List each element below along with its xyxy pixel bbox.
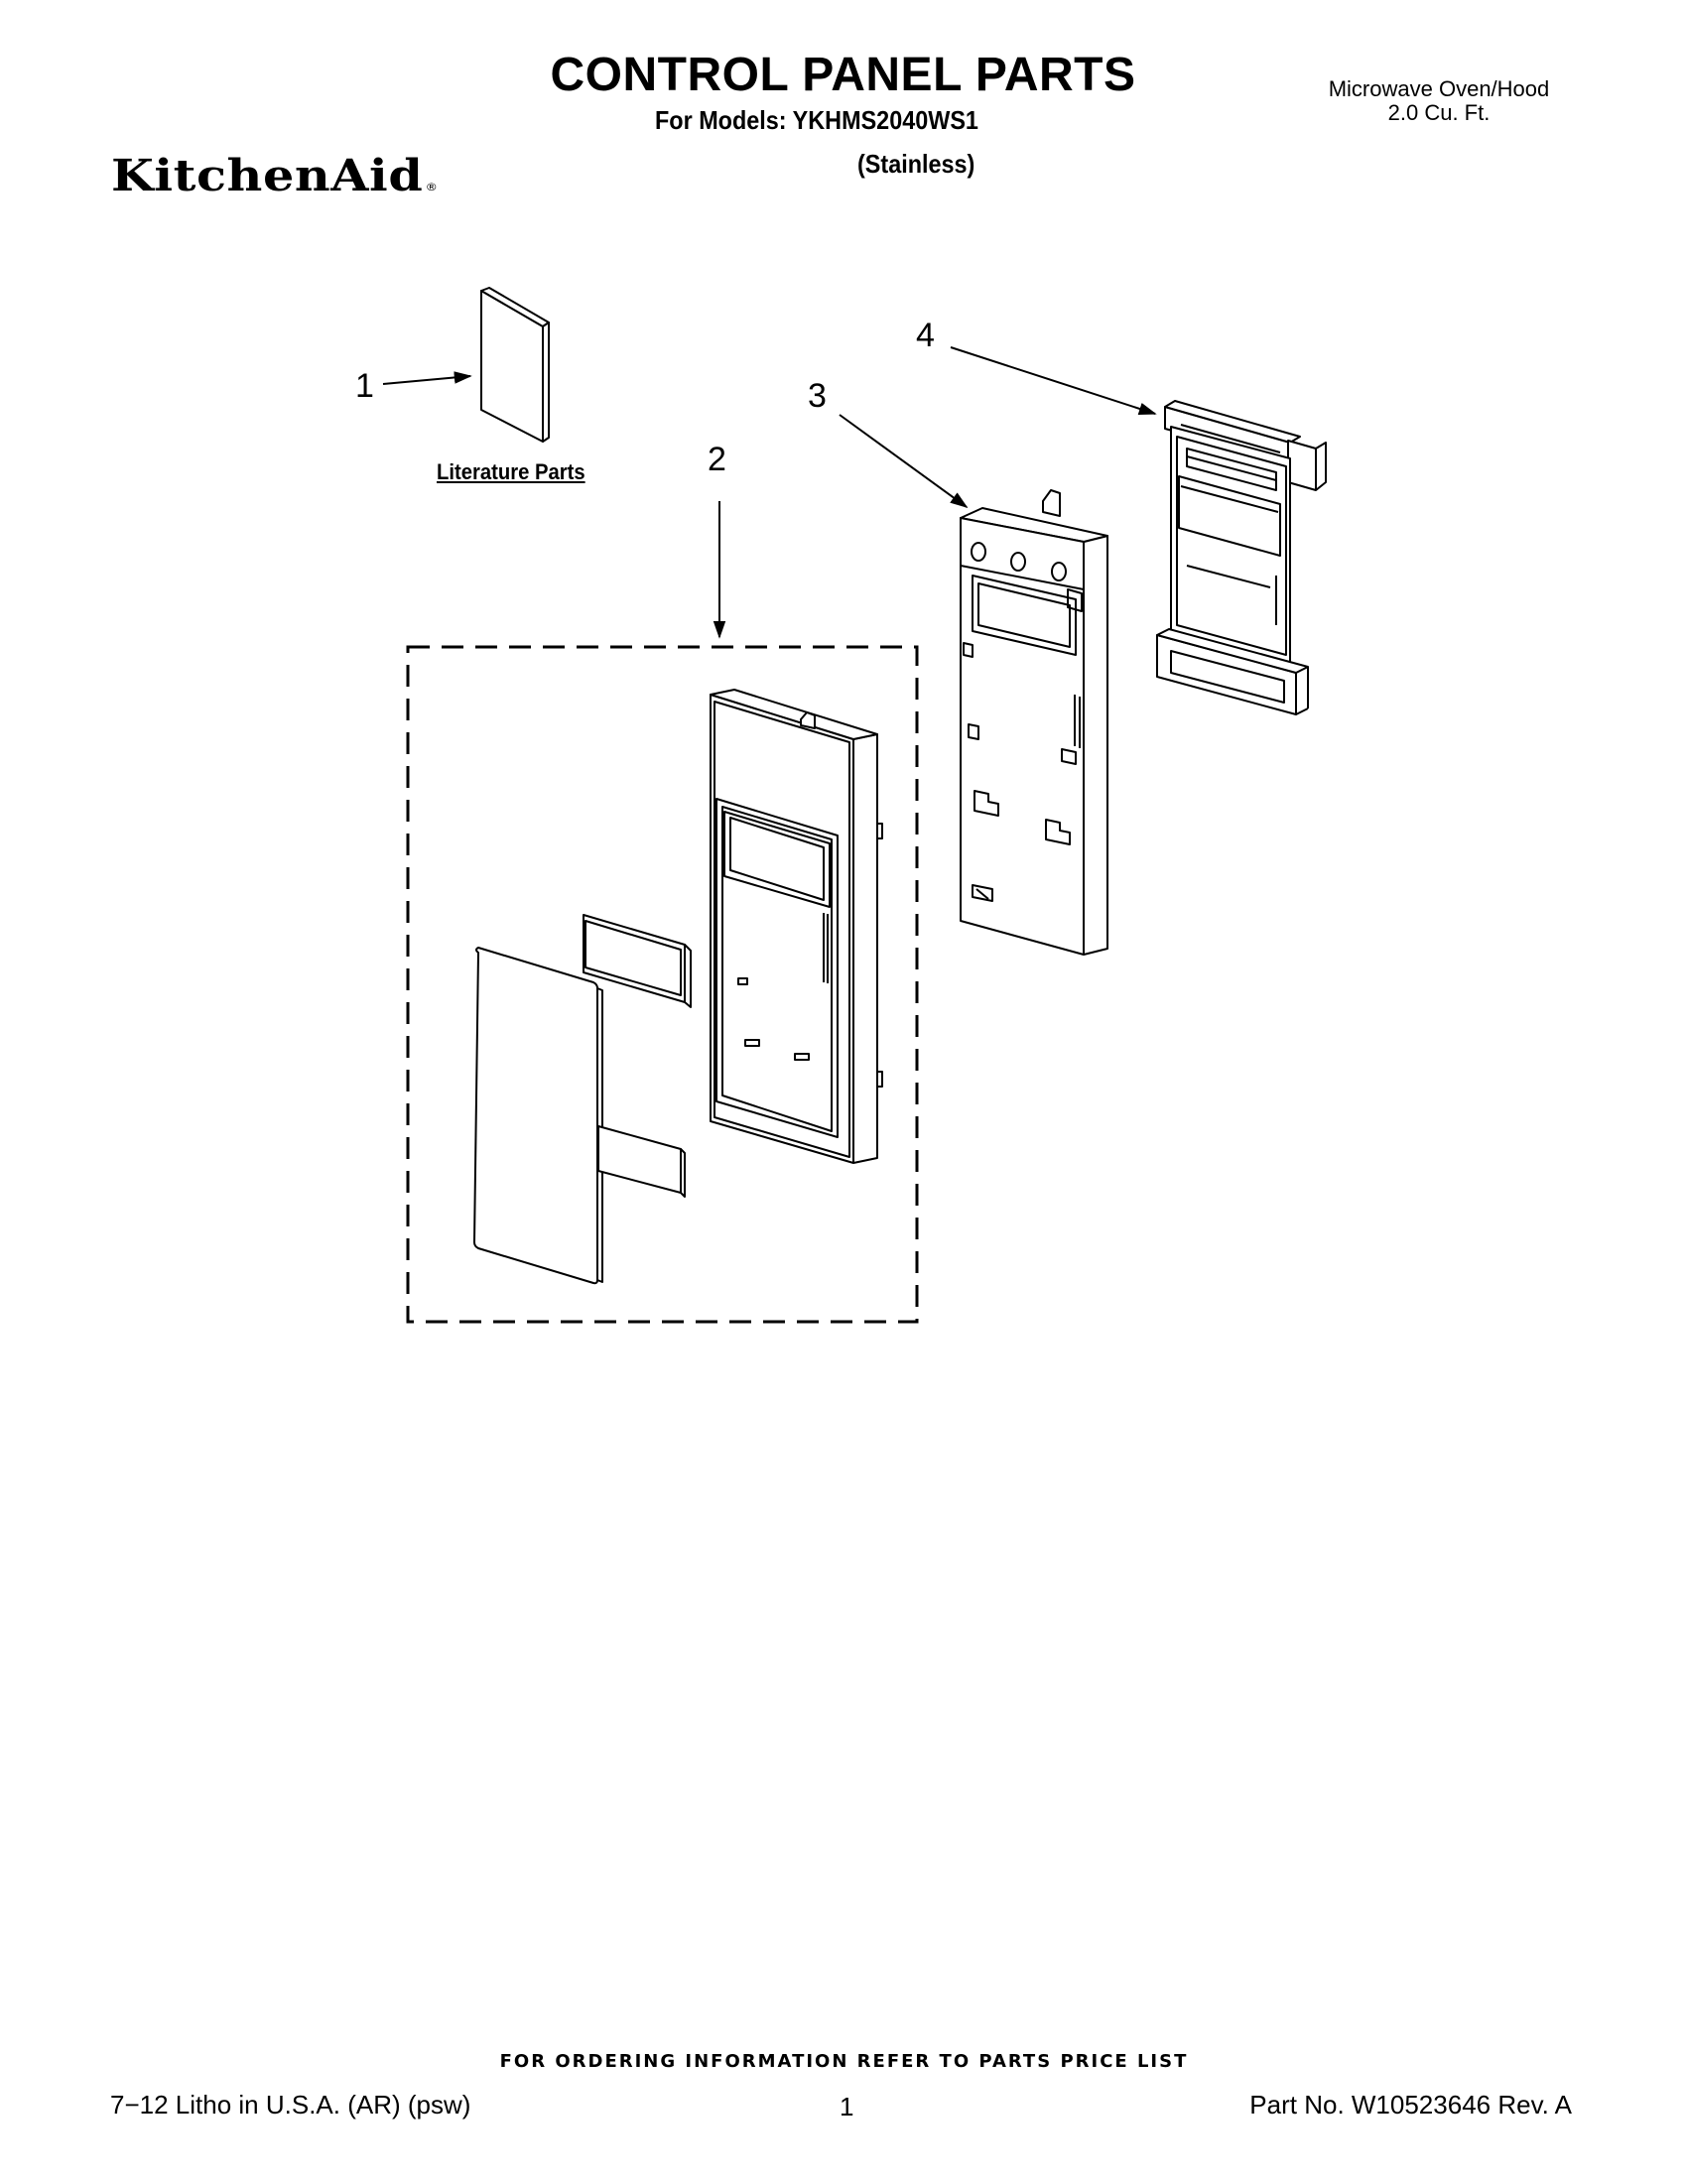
page-title-text: CONTROL PANEL PARTS — [550, 49, 1136, 101]
assembly-group-box — [406, 645, 919, 1324]
leader-arrow-4 — [950, 346, 1157, 415]
brand-logo: KitchenAid® — [111, 155, 438, 198]
product-info: Microwave Oven/Hood 2.0 Cu. Ft. — [1290, 76, 1588, 126]
models-line: For Models: YKHMS2040WS1 — [655, 105, 978, 135]
leader-arrow-3 — [839, 414, 969, 509]
ordering-note: FOR ORDERING INFORMATION REFER TO PARTS … — [499, 2051, 1189, 2072]
part-number: Part No. W10523646 Rev. A — [1249, 2090, 1572, 2120]
product-type: Microwave Oven/Hood — [1328, 76, 1550, 101]
product-capacity: 2.0 Cu. Ft. — [1387, 100, 1491, 126]
display-lens-drawing — [583, 914, 692, 1008]
overlay-panel-drawing — [473, 947, 603, 1285]
ribbon-connector-drawing — [597, 1125, 686, 1198]
callout-3: 3 — [808, 377, 827, 415]
variant-label: (Stainless) — [857, 149, 975, 179]
callout-4: 4 — [916, 317, 935, 354]
leader-arrows — [382, 346, 1157, 639]
literature-parts-label: Literature Parts — [437, 459, 585, 484]
page-number: 1 — [840, 2092, 854, 2121]
print-info: 7−12 Litho in U.S.A. (AR) (psw) — [110, 2090, 471, 2120]
callout-2: 2 — [708, 441, 726, 478]
control-board-drawing — [1156, 400, 1327, 715]
brand-logo-text: KitchenAid — [111, 151, 424, 201]
control-panel-bracket-drawing — [960, 489, 1108, 956]
page-title: CONTROL PANEL PARTS — [0, 52, 1688, 99]
registered-mark: ® — [425, 181, 439, 193]
leader-arrow-1 — [382, 371, 472, 385]
callout-1: 1 — [355, 367, 374, 405]
control-panel-housing-drawing — [710, 689, 883, 1164]
literature-booklet-drawing — [480, 287, 550, 443]
